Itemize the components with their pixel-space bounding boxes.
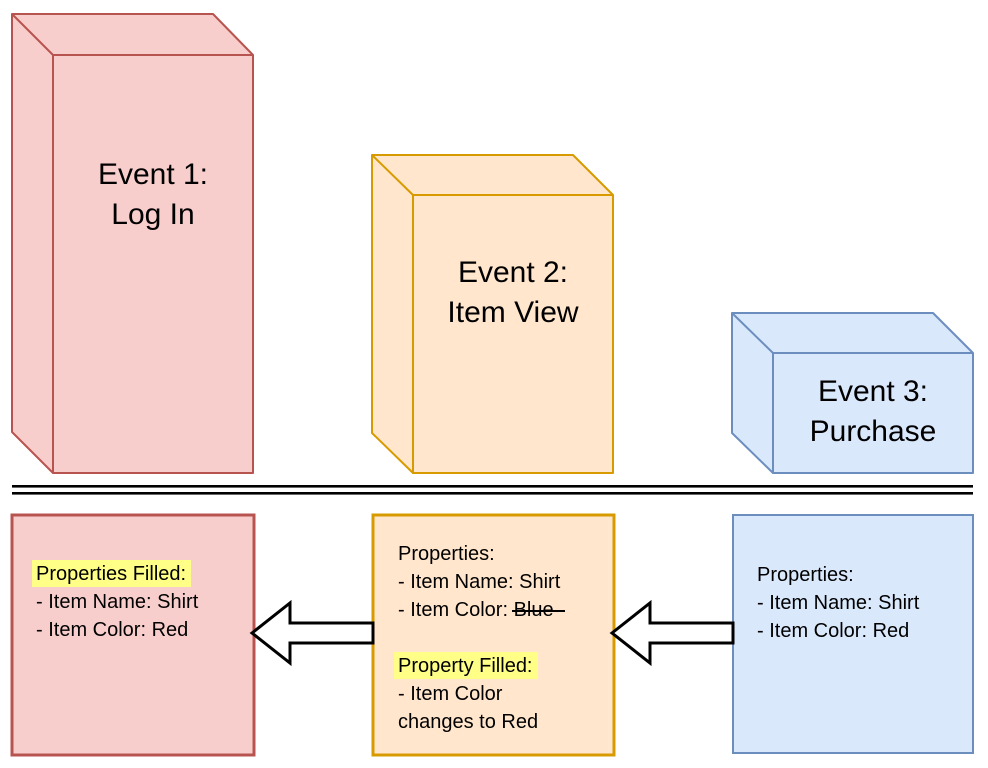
event-2-properties-title: Properties: bbox=[398, 543, 495, 565]
blank-line bbox=[398, 624, 620, 652]
struck-value-blue: Blue bbox=[513, 599, 554, 621]
divider-line-top bbox=[12, 485, 973, 488]
event-3-property-item-name: - Item Name: Shirt bbox=[757, 592, 920, 614]
event-1-label-line1: Event 1: bbox=[97, 158, 209, 191]
item-color-prefix: - Item Color: bbox=[398, 599, 514, 621]
cube-event-1 bbox=[11, 13, 254, 474]
event-1-label-line2: Log In bbox=[111, 198, 195, 231]
cube-event-2-body bbox=[371, 154, 614, 474]
cube-event-2 bbox=[371, 154, 614, 474]
event-2-property-filled-title: Property Filled: bbox=[394, 652, 620, 680]
cube-event-1-body bbox=[11, 13, 254, 474]
cube-event-2-edges bbox=[371, 154, 613, 473]
event-2-label-line1: Event 2: bbox=[457, 256, 569, 289]
event-3-label-line2: Purchase bbox=[809, 415, 937, 448]
event-3-label: Event 3: Purchase bbox=[773, 372, 973, 452]
event-1-label: Event 1: Log In bbox=[53, 155, 253, 235]
cube-event-3 bbox=[731, 312, 974, 474]
event-2-label: Event 2: Item View bbox=[413, 253, 613, 333]
event-2-property-item-name: - Item Name: Shirt bbox=[398, 571, 561, 593]
properties-box-event-1 bbox=[10, 513, 256, 757]
event-2-property-change-line1: - Item Color bbox=[398, 683, 503, 705]
arrow-left-icon-event3-to-event2 bbox=[609, 599, 735, 667]
properties-box-event-3 bbox=[732, 514, 974, 754]
event-3-properties-title: Properties: bbox=[757, 564, 854, 586]
cube-event-3-edges bbox=[731, 312, 973, 473]
event-2-label-line2: Item View bbox=[447, 296, 579, 329]
divider-line-bottom bbox=[12, 492, 973, 495]
event-2-property-item-color: - Item Color: Blue bbox=[398, 596, 620, 624]
event-3-label-line1: Event 3: bbox=[817, 375, 929, 408]
cube-event-1-edges bbox=[11, 13, 253, 473]
highlight-properties-filled: Properties Filled: bbox=[32, 560, 192, 587]
event-3-property-item-color: - Item Color: Red bbox=[757, 620, 910, 642]
event-1-properties-text: Properties Filled: - Item Name: Shirt - … bbox=[32, 560, 258, 644]
event-1-property-item-color: - Item Color: Red bbox=[36, 619, 189, 641]
event-2-properties-text: Properties: - Item Name: Shirt - Item Co… bbox=[394, 540, 620, 736]
event-2-property-change-line2: changes to Red bbox=[398, 711, 539, 733]
properties-box-event-2 bbox=[371, 513, 616, 757]
event-3-properties-text: Properties: - Item Name: Shirt - Item Co… bbox=[757, 561, 979, 645]
event-1-property-item-name: - Item Name: Shirt bbox=[36, 591, 199, 613]
highlight-property-filled: Property Filled: bbox=[394, 652, 538, 679]
event-1-properties-title: Properties Filled: bbox=[32, 560, 258, 588]
arrow-left-icon-event2-to-event1 bbox=[249, 599, 375, 667]
